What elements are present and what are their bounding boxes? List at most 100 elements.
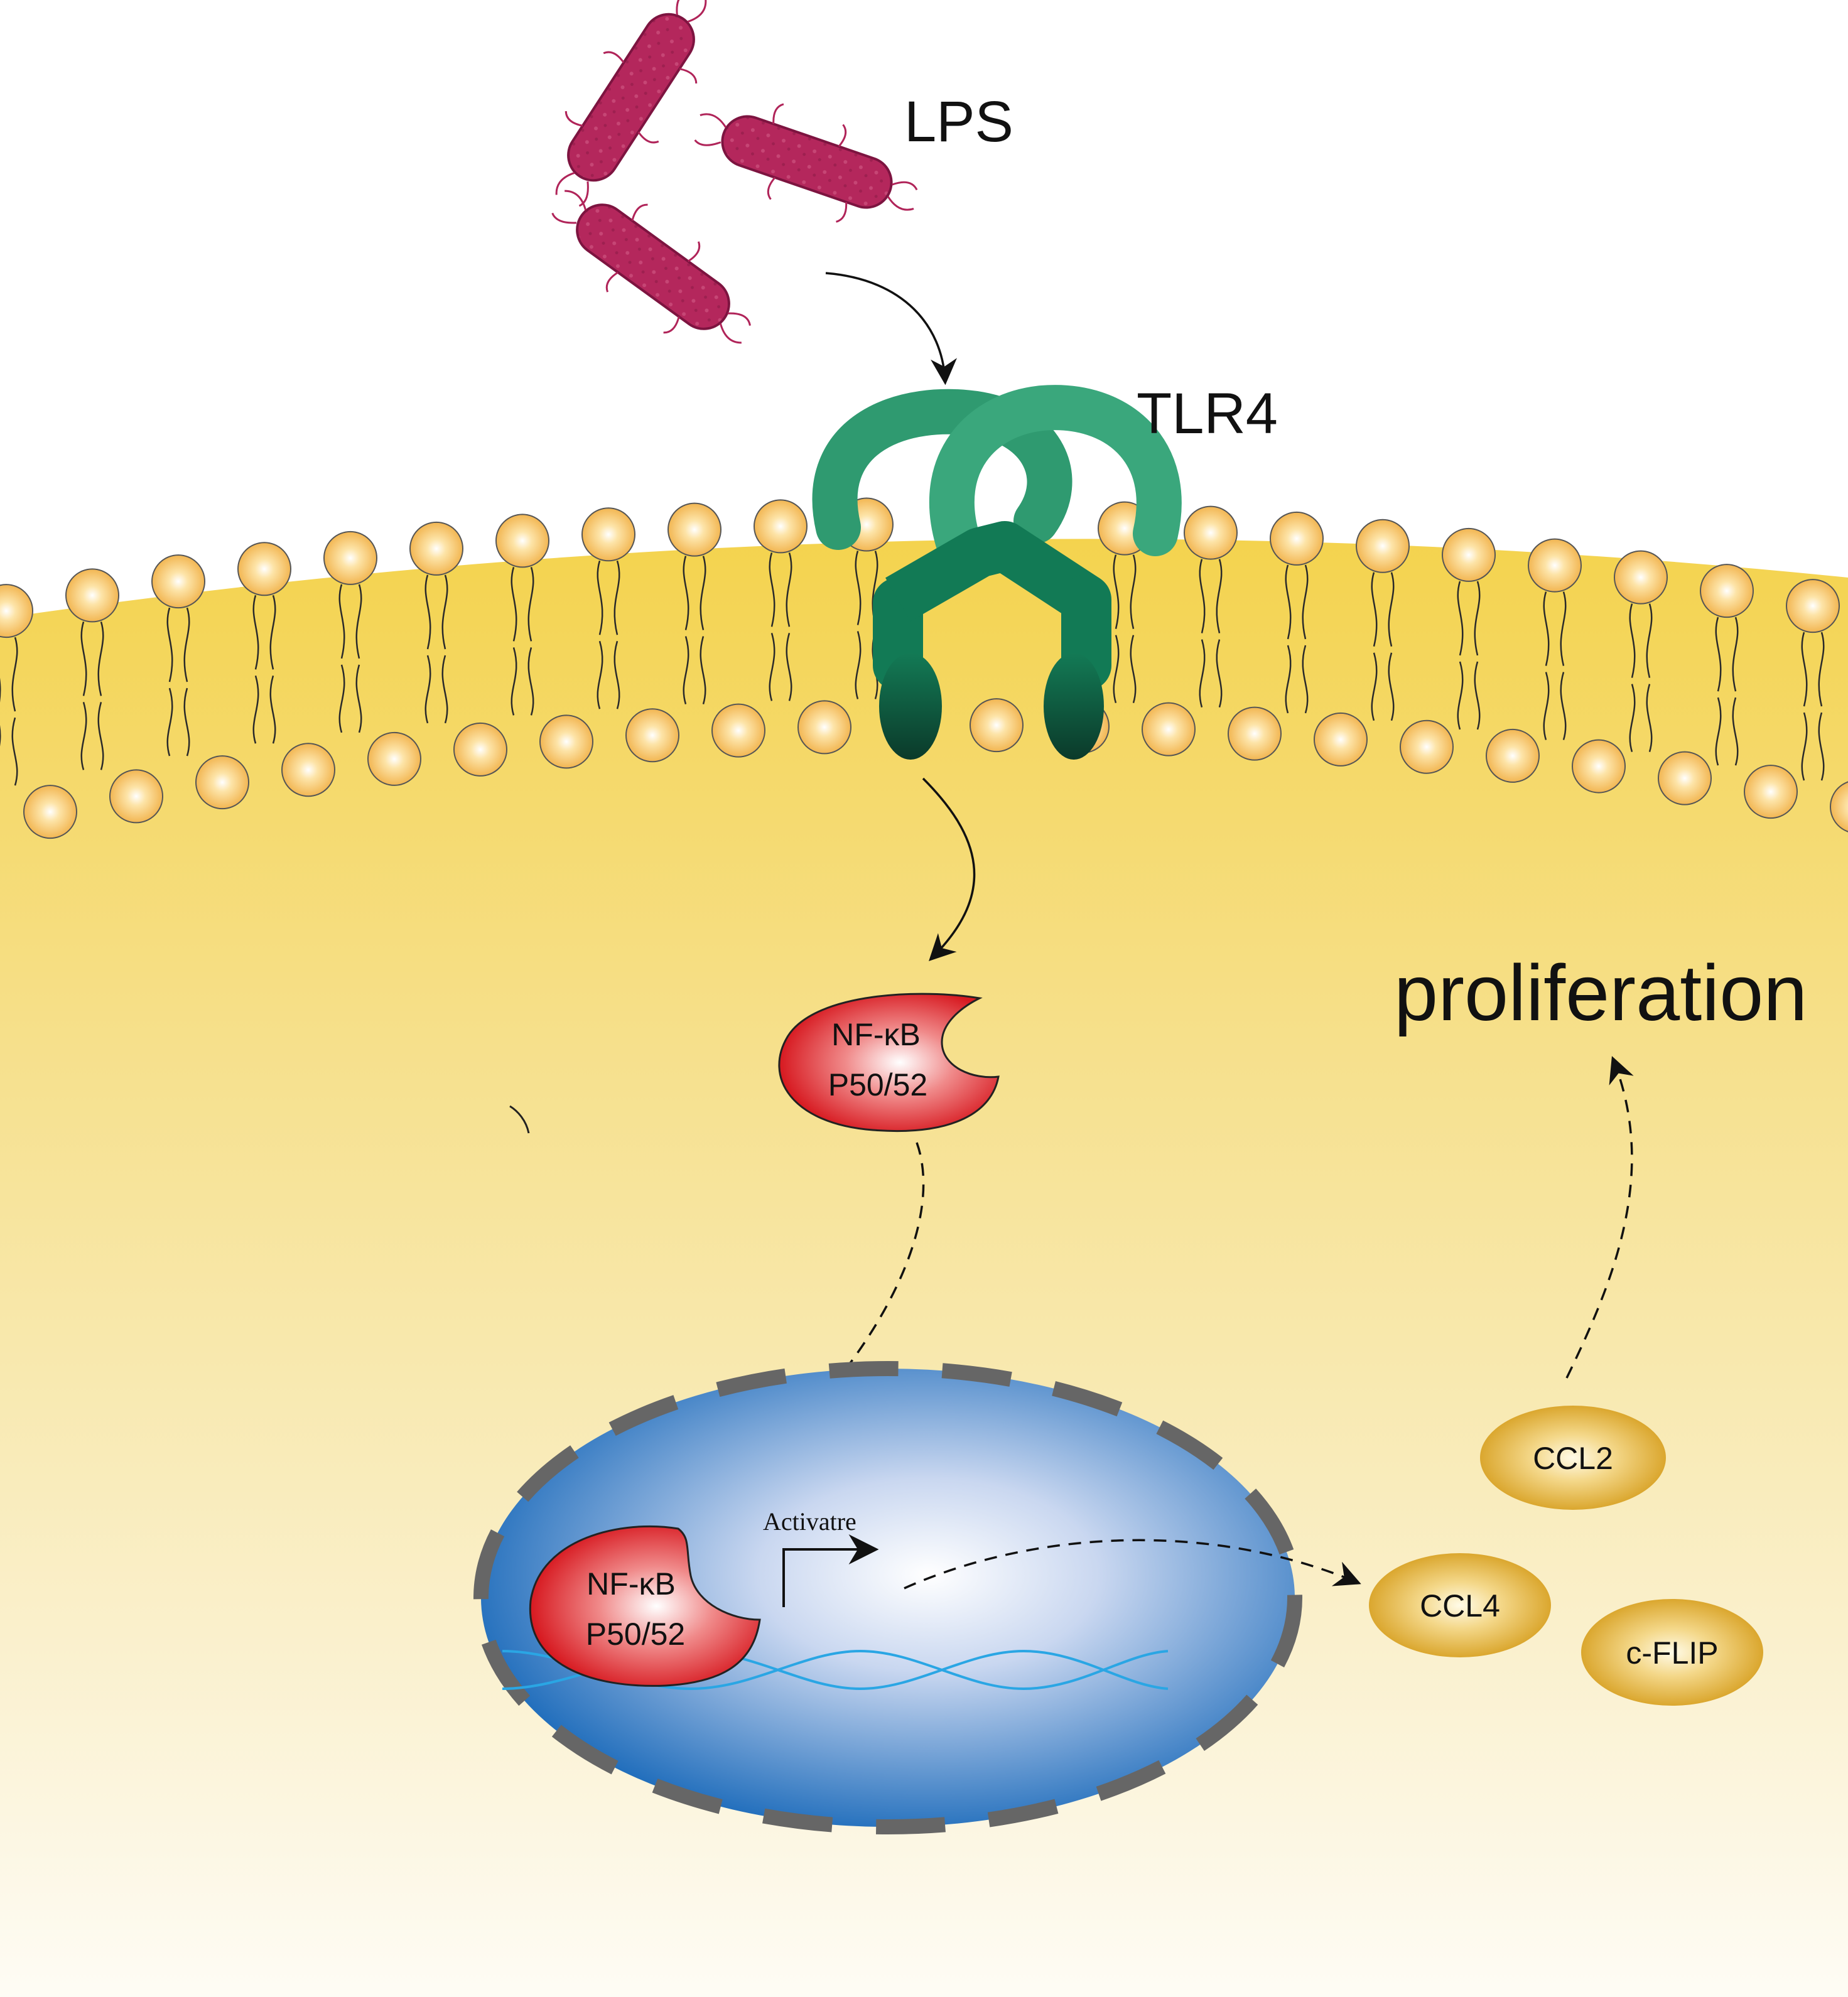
lipid-tail (1388, 652, 1395, 721)
lipid-tail (1715, 616, 1722, 692)
lipid-tail (683, 636, 689, 704)
phospholipid-head (23, 785, 77, 839)
cflip-ellipse (1581, 1599, 1763, 1706)
phospholipid-head (409, 521, 463, 576)
stray-stroke (509, 1105, 530, 1134)
ccl2-label: CCL2 (1533, 1441, 1613, 1476)
ccl4-ellipse (1369, 1553, 1551, 1657)
phospholipid-head (1400, 719, 1454, 774)
lipid-tail (1715, 697, 1722, 766)
lipid-tail (1629, 603, 1636, 678)
ccl4-label: CCL4 (1420, 1588, 1500, 1623)
lipid-tail (338, 584, 345, 659)
lipid-tail (1388, 572, 1395, 647)
phospholipid-head (797, 700, 851, 755)
lipid-tail (1216, 639, 1223, 708)
lipid-tail (1629, 684, 1636, 752)
bacterium-icon (694, 103, 918, 223)
lipid-tail (1130, 635, 1137, 704)
lipid-tail (683, 556, 689, 630)
lipid-tail (97, 702, 104, 770)
nfkb-cytoplasm-icon (778, 993, 1000, 1133)
phospholipid-head (711, 703, 765, 758)
lipid-tail (424, 655, 431, 724)
lipid-tail (855, 631, 862, 699)
lipid-tail (1457, 661, 1464, 730)
lipid-tail (1302, 645, 1309, 714)
lipid-tail (1113, 554, 1120, 629)
bacterium-icon (555, 0, 707, 207)
lipid-tail (700, 556, 706, 630)
tlr4-to-nfkb-arrow (922, 777, 976, 961)
nfkb-nucleus-name: NF-κB (586, 1566, 676, 1601)
nucleus-to-products-arrow (904, 1539, 1361, 1590)
nfkb-nucleus-icon (529, 1525, 761, 1687)
lps-label: LPS (904, 90, 1013, 154)
phospholipid-head (1528, 538, 1582, 593)
phospholipid-head (323, 530, 377, 585)
phospholipid-head (1314, 712, 1368, 767)
phospholipid-head (625, 708, 679, 763)
phospholipid-head (1356, 519, 1410, 573)
phospholipid-head (1786, 579, 1840, 633)
lipid-tail (1801, 632, 1808, 707)
lipid-tail (613, 640, 620, 709)
lipid-tail (441, 655, 448, 724)
phospholipid-head (1184, 505, 1238, 560)
lipid-tail (597, 640, 603, 709)
lipid-tail (1474, 661, 1481, 730)
lipid-tail (269, 595, 276, 670)
phospholipid-head (367, 731, 421, 786)
nfkb-cytoplasm-subunits: P50/52 (828, 1067, 927, 1102)
lipid-tail (80, 702, 87, 770)
lipid-tail (769, 632, 775, 701)
lipid-tail (1818, 632, 1825, 707)
lipid-tail (11, 717, 18, 786)
phospholipid-head (1614, 550, 1668, 605)
lipid-tail (1199, 559, 1206, 633)
lipid-tail (97, 622, 104, 696)
lipid-tail (166, 607, 173, 682)
nucleus (473, 1361, 1302, 1834)
lipid-tail (1457, 581, 1464, 656)
lipid-tail (1302, 564, 1309, 640)
lipid-tail (424, 574, 431, 650)
phospholipid-head (1486, 728, 1540, 783)
phospholipid-head (1744, 765, 1798, 819)
lipid-tail (527, 567, 534, 642)
lipid-tail (527, 647, 534, 716)
phospholipid-head (281, 743, 335, 797)
nfkb-nucleus-subunits: P50/52 (586, 1617, 685, 1652)
lipid-tail (1285, 645, 1292, 714)
lipid-tail (1646, 684, 1653, 752)
phospholipid-head (151, 554, 205, 609)
lipid-tail (1371, 572, 1378, 647)
lipid-tail (11, 637, 18, 712)
membrane-lipid-tails (0, 551, 1825, 786)
cflip-label: c-FLIP (1626, 1635, 1718, 1671)
proliferation-label: proliferation (1394, 949, 1807, 1037)
transcription-start-arrow (782, 1534, 879, 1607)
phospholipid-head (970, 698, 1024, 753)
lipid-tail (355, 664, 362, 733)
phospholipid-head (495, 514, 549, 568)
lipid-tail (1474, 581, 1481, 656)
lipid-tail (1543, 591, 1550, 666)
lipid-tail (597, 560, 603, 635)
lipid-tail (166, 687, 173, 756)
lipid-tail (511, 647, 517, 716)
bacterium-icon (551, 190, 751, 344)
phospholipid-head (109, 769, 163, 824)
lipid-tail (700, 636, 706, 704)
phospholipid-head (453, 722, 507, 777)
lipid-tail (1113, 635, 1120, 704)
phospholipid-head (1442, 527, 1496, 582)
lipid-tail (1560, 591, 1567, 666)
activatre-label: Activatre (763, 1507, 856, 1536)
lipid-tail (1199, 639, 1206, 708)
lipid-tail (769, 552, 775, 627)
lipid-tail (1646, 603, 1653, 678)
phospholipid-head (1658, 751, 1712, 805)
tlr4-receptor-icon (812, 385, 1182, 760)
lipid-tail (252, 595, 259, 670)
